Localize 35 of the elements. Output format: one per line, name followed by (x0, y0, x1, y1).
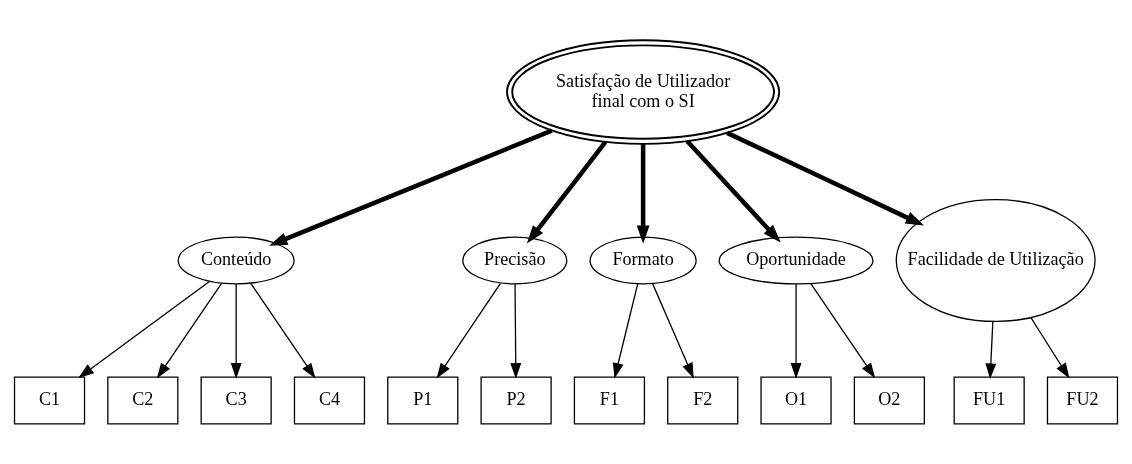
node-ellipse: Precisão (462, 236, 568, 285)
node-ellipse: Formato (589, 236, 697, 285)
arrow (636, 144, 650, 244)
arrow (810, 283, 876, 379)
node-ellipse: Satisfação de Utilizador final com o SI (506, 39, 781, 145)
arrow (78, 280, 211, 378)
node-ellipse: Conteúdo (177, 236, 295, 285)
node-box: P2 (480, 376, 552, 425)
arrow (250, 282, 316, 379)
arrow (526, 140, 608, 244)
node-box: F1 (573, 376, 646, 425)
node-box: C2 (107, 376, 179, 425)
node-box: O2 (853, 376, 925, 425)
arrow (652, 283, 694, 379)
node-box: FU2 (1046, 376, 1119, 425)
node-box: C4 (293, 376, 366, 425)
arrow (685, 139, 781, 243)
arrow (230, 283, 242, 379)
arrow (985, 321, 997, 379)
node-box: P1 (387, 376, 459, 425)
arrow (510, 283, 522, 379)
node-box: C3 (200, 376, 272, 425)
node-box: F2 (667, 376, 739, 425)
node-ellipse: Facilidade de Utilização (895, 198, 1096, 323)
node-box: FU1 (953, 376, 1025, 425)
arrow (1030, 317, 1070, 379)
node-box: C1 (13, 376, 86, 425)
arrow (156, 282, 223, 379)
arrow (790, 283, 802, 379)
node-ellipse: Oportunidade (718, 236, 874, 285)
node-box: O1 (760, 376, 832, 425)
arrow (726, 130, 924, 226)
arrow (436, 282, 502, 379)
arrow (269, 128, 553, 246)
arrow (612, 283, 639, 379)
